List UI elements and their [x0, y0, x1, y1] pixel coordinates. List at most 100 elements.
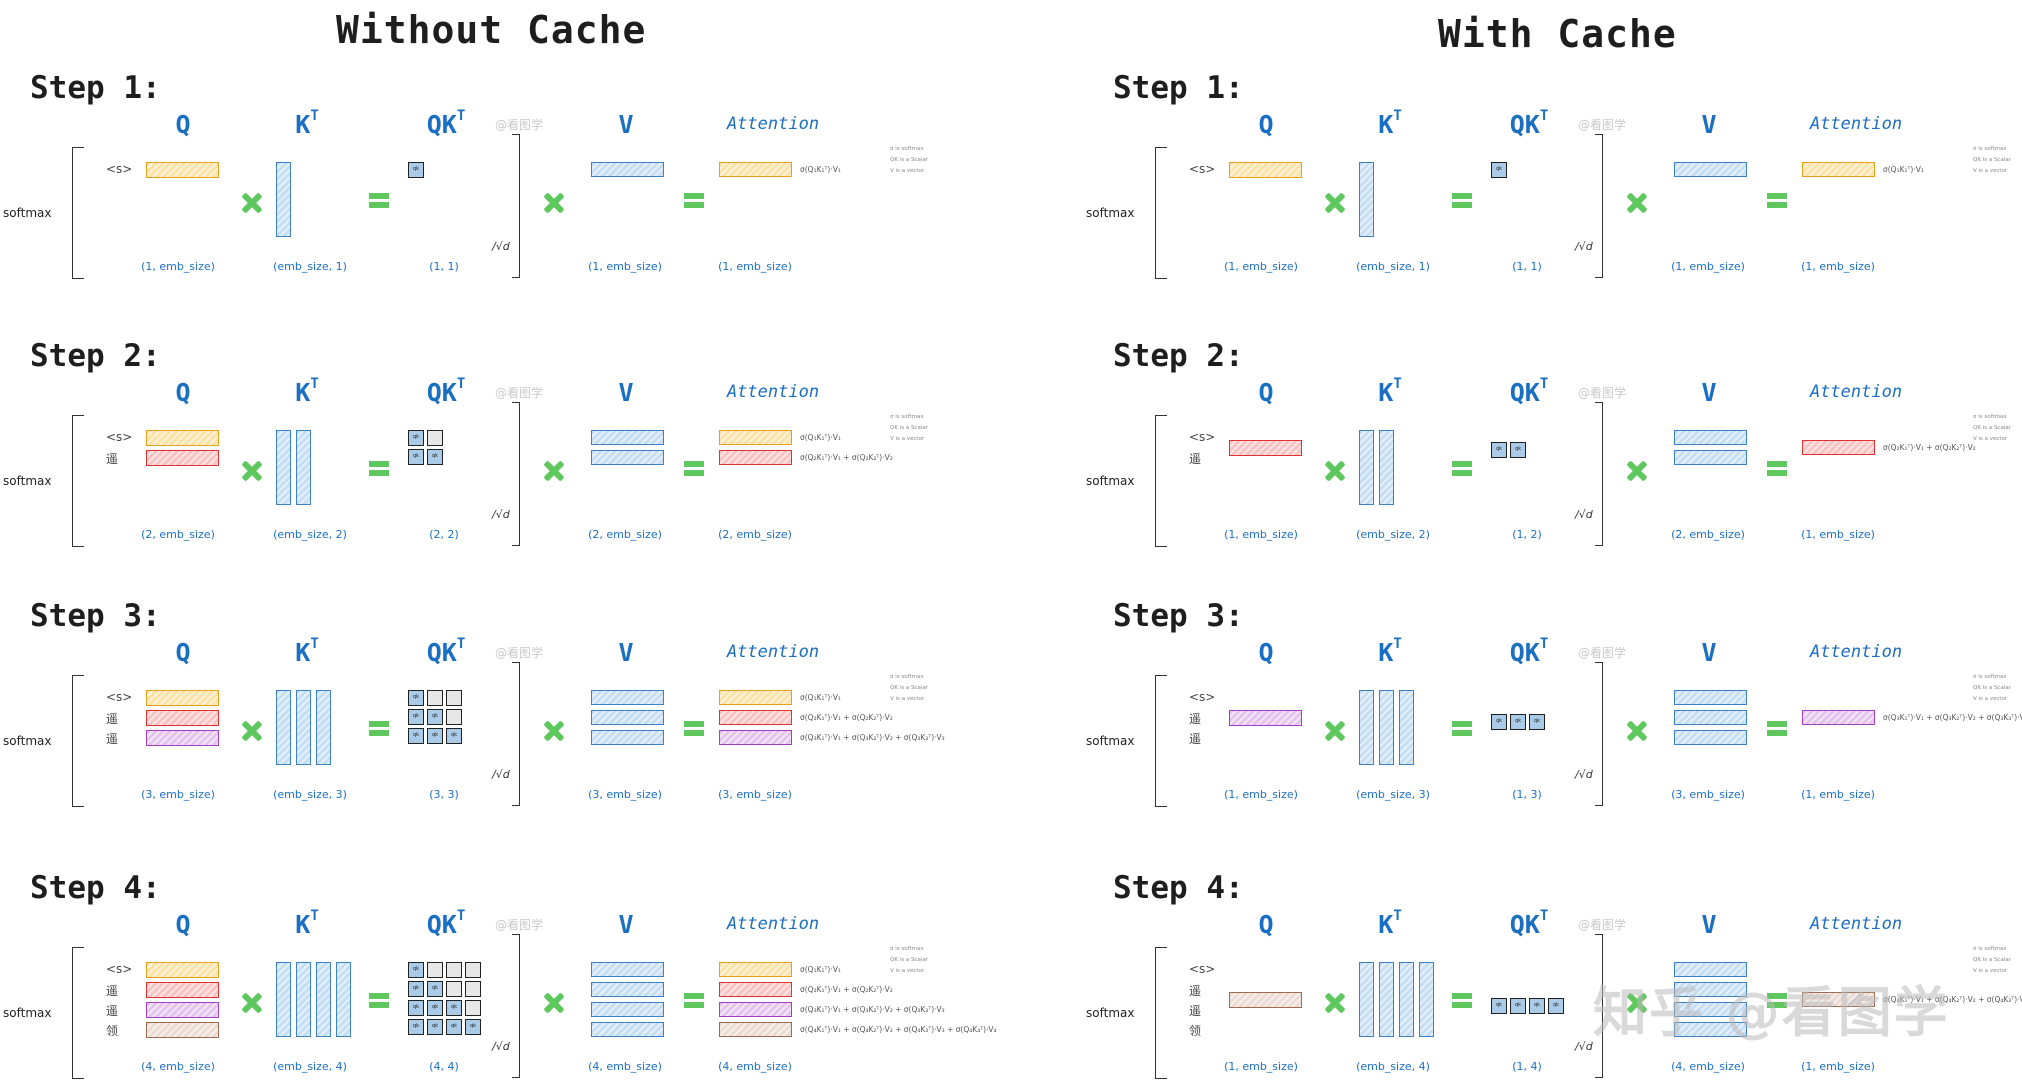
right-step4-label: Step 4: [1113, 870, 1244, 906]
left-step3-qk-cell-2-1: qk [427, 728, 443, 744]
left-step2-qk-cell-0-0: qk [408, 430, 424, 446]
right-step2-k-col-1 [1379, 430, 1394, 505]
left-step1-q-row-0 [146, 162, 219, 178]
left-step3-header-q: Q [175, 638, 191, 667]
right-step3-formula-2: σ(Q₃K₁ᵀ)·V₁ + σ(Q₃K₂ᵀ)·V₂ + σ(Q₃K₃ᵀ)·V₃ [1883, 713, 2022, 722]
left-step3-header-qk: QKT [426, 635, 466, 667]
left-step3-qk-cell-2-0: qk [408, 728, 424, 744]
right-step3-att-row-2 [1802, 710, 1875, 725]
right-step2-v-row-1 [1674, 450, 1747, 465]
left-step3-v-row-1 [591, 710, 664, 725]
left-step1-k-col-0 [276, 162, 291, 237]
right-step1-token-0: <s> [1189, 162, 1216, 176]
left-step4-header-k: KT [295, 907, 319, 939]
left-step2-header-k: KT [295, 375, 319, 407]
left-step4-q-row-2 [146, 1002, 219, 1018]
left-step2-token-0: <s> [106, 430, 133, 444]
right-step1-qk-cell-0-0: qk [1491, 162, 1507, 178]
left-step4-formula-2: σ(Q₃K₁ᵀ)·V₁ + σ(Q₃K₂ᵀ)·V₂ + σ(Q₃K₃ᵀ)·V₃ [800, 1005, 945, 1014]
left-step3-att-row-2 [719, 730, 792, 745]
left-step4-header-attention: Attention [726, 914, 820, 934]
left-step1-att-row-0 [719, 162, 792, 177]
right-step4-header-v: V [1701, 910, 1717, 939]
right-step1-dim-qk: (1, 1) [1512, 260, 1542, 273]
left-step2-note-1: QK is a Scalar [890, 425, 928, 431]
left-step4-att-row-3 [719, 1022, 792, 1037]
right-step4-qk-cell-0-2: qk [1529, 998, 1545, 1014]
left-step2-multiply-op-2 [543, 460, 565, 482]
left-step2-dim-v: (2, emb_size) [588, 528, 662, 541]
right-step3-right-bracket [1595, 662, 1603, 806]
left-step3-k-col-1 [296, 690, 311, 765]
left-step2-q-row-0 [146, 430, 219, 446]
right-step2-header-q: Q [1258, 378, 1274, 407]
left-step4-qk-cell-0-1 [427, 962, 443, 978]
right-step3-v-row-1 [1674, 710, 1747, 725]
right-step3-note-1: QK is a Scalar [1973, 685, 2011, 691]
left-step3-equals-op-1 [369, 721, 389, 736]
left-step4-att-row-0 [719, 962, 792, 977]
right-step1-dim-att: (1, emb_size) [1801, 260, 1875, 273]
left-step3-att-row-0 [719, 690, 792, 705]
right-step4-qk-cell-0-0: qk [1491, 998, 1507, 1014]
left-step2-formula-0: σ(Q₁K₁ᵀ)·V₁ [800, 433, 841, 442]
left-step4-q-row-0 [146, 962, 219, 978]
right-step4-dim-att: (1, emb_size) [1801, 1060, 1875, 1073]
right-step1-dim-q: (1, emb_size) [1224, 260, 1298, 273]
left-step1-multiply-op-2 [543, 192, 565, 214]
left-step4-qk-cell-1-1: qk [427, 981, 443, 997]
left-step4-qk-cell-3-2: qk [446, 1019, 462, 1035]
left-step1-dim-v: (1, emb_size) [588, 260, 662, 273]
right-step4-k-col-1 [1379, 962, 1394, 1037]
left-step2-dim-k: (emb_size, 2) [273, 528, 347, 541]
right-step2-header-v: V [1701, 378, 1717, 407]
left-step4-v-row-1 [591, 982, 664, 997]
right-step4-softmax-bracket [1155, 947, 1167, 1079]
right-step1-header-qk: QKT [1509, 107, 1549, 139]
right-step1-v-row-0 [1674, 162, 1747, 177]
right-step3-dim-v: (3, emb_size) [1671, 788, 1745, 801]
right-step4-att-row-3 [1802, 992, 1875, 1007]
left-step2-note-0: σ is softmax [890, 414, 924, 420]
right-step3-token-1: 遥 [1189, 712, 1202, 726]
left-step1-equals-op-1 [369, 193, 389, 208]
left-step2-att-row-0 [719, 430, 792, 445]
left-step2-label: Step 2: [30, 338, 161, 374]
left-step2-equals-op-2 [684, 461, 704, 476]
left-step1-dim-k: (emb_size, 1) [273, 260, 347, 273]
left-step3-qk-cell-1-1: qk [427, 709, 443, 725]
right-step4-equals-op-2 [1767, 993, 1787, 1008]
left-step1-watermark: @看图学 [495, 118, 544, 132]
right-step4-multiply-op-1 [1324, 992, 1346, 1014]
right-step4-token-0: <s> [1189, 962, 1216, 976]
right-step1-sqrt: /√d [1575, 240, 1593, 253]
left-step4-header-qk: QKT [426, 907, 466, 939]
left-step2-qk-cell-1-0: qk [408, 449, 424, 465]
left-step4-q-row-3 [146, 1022, 219, 1038]
left-step1-note-0: σ is softmax [890, 146, 924, 152]
left-step2-note-2: V is a vector [890, 436, 925, 442]
right-step4-note-2: V is a vector [1973, 968, 2008, 974]
right-step4-header-attention: Attention [1809, 914, 1903, 934]
left-step4-note-2: V is a vector [890, 968, 925, 974]
right-step3-sqrt: /√d [1575, 768, 1593, 781]
left-step4-v-row-0 [591, 962, 664, 977]
right-step2-k-col-0 [1359, 430, 1374, 505]
left-step3-att-row-1 [719, 710, 792, 725]
left-step4-dim-att: (4, emb_size) [718, 1060, 792, 1073]
left-step3-softmax-label: softmax [3, 734, 52, 748]
left-step4-qk-cell-0-0: qk [408, 962, 424, 978]
right-step3-header-v: V [1701, 638, 1717, 667]
right-step3-header-qk: QKT [1509, 635, 1549, 667]
left-step1-label: Step 1: [30, 70, 161, 106]
left-step3-v-row-2 [591, 730, 664, 745]
right-step2-note-1: QK is a Scalar [1973, 425, 2011, 431]
left-step1-dim-att: (1, emb_size) [718, 260, 792, 273]
left-step4-header-q: Q [175, 910, 191, 939]
right-step1-dim-k: (emb_size, 1) [1356, 260, 1430, 273]
left-step3-formula-0: σ(Q₁K₁ᵀ)·V₁ [800, 693, 841, 702]
right-step1-equals-op-2 [1767, 193, 1787, 208]
left-step2-qk-cell-1-1: qk [427, 449, 443, 465]
left-step3-k-col-2 [316, 690, 331, 765]
left-step1-token-0: <s> [106, 162, 133, 176]
